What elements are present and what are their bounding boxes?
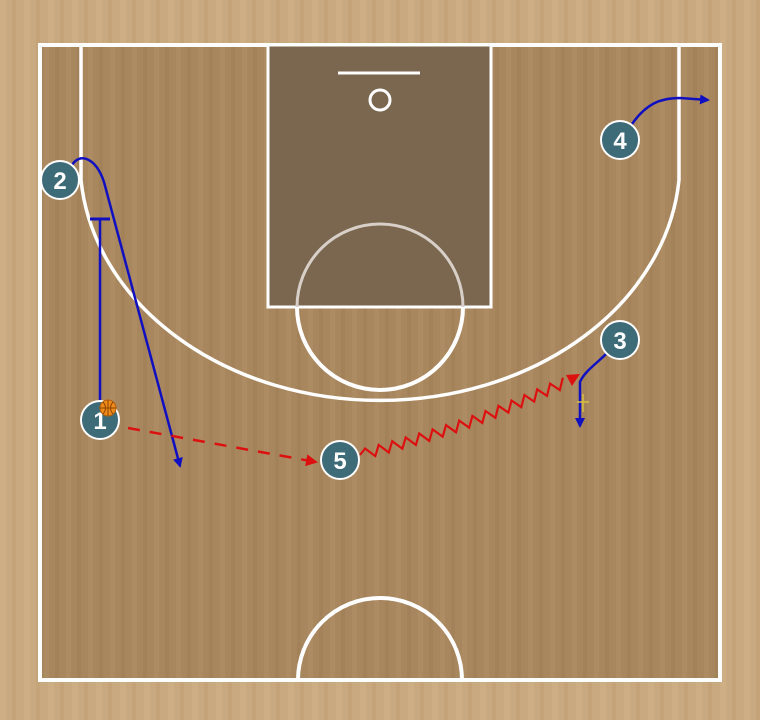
court-lines bbox=[38, 43, 722, 682]
pass-arrow-icon bbox=[127, 426, 318, 467]
player-label: 5 bbox=[333, 448, 346, 475]
cut-arrow-icon bbox=[630, 94, 710, 125]
player-4-token[interactable]: 4 bbox=[600, 120, 640, 160]
free-throw-circle-top bbox=[295, 222, 465, 308]
player-label: 4 bbox=[613, 128, 627, 155]
hoop bbox=[368, 88, 392, 112]
free-throw-circle-bottom bbox=[295, 306, 465, 392]
player-1-token[interactable]: 1 bbox=[80, 399, 120, 440]
screen-line-icon bbox=[90, 217, 110, 405]
play-actions bbox=[70, 94, 710, 468]
dribble-arrowhead-icon bbox=[566, 374, 580, 386]
player-5-token[interactable]: 5 bbox=[320, 440, 360, 480]
cut-arrow-icon bbox=[575, 353, 607, 428]
dribble-arrow-icon bbox=[359, 377, 564, 458]
player-3-token[interactable]: 3 bbox=[600, 320, 640, 360]
player-label: 2 bbox=[53, 168, 66, 195]
players: 1 2 3 4 5 bbox=[40, 120, 640, 480]
cut-arrow-icon bbox=[70, 157, 183, 468]
basketball-icon bbox=[99, 399, 117, 417]
three-point-line bbox=[79, 45, 681, 403]
player-label: 3 bbox=[613, 328, 626, 355]
player-2-token[interactable]: 2 bbox=[40, 160, 80, 200]
paint-area bbox=[266, 43, 493, 309]
center-circle bbox=[296, 596, 464, 681]
hand-off-icon bbox=[577, 394, 589, 412]
